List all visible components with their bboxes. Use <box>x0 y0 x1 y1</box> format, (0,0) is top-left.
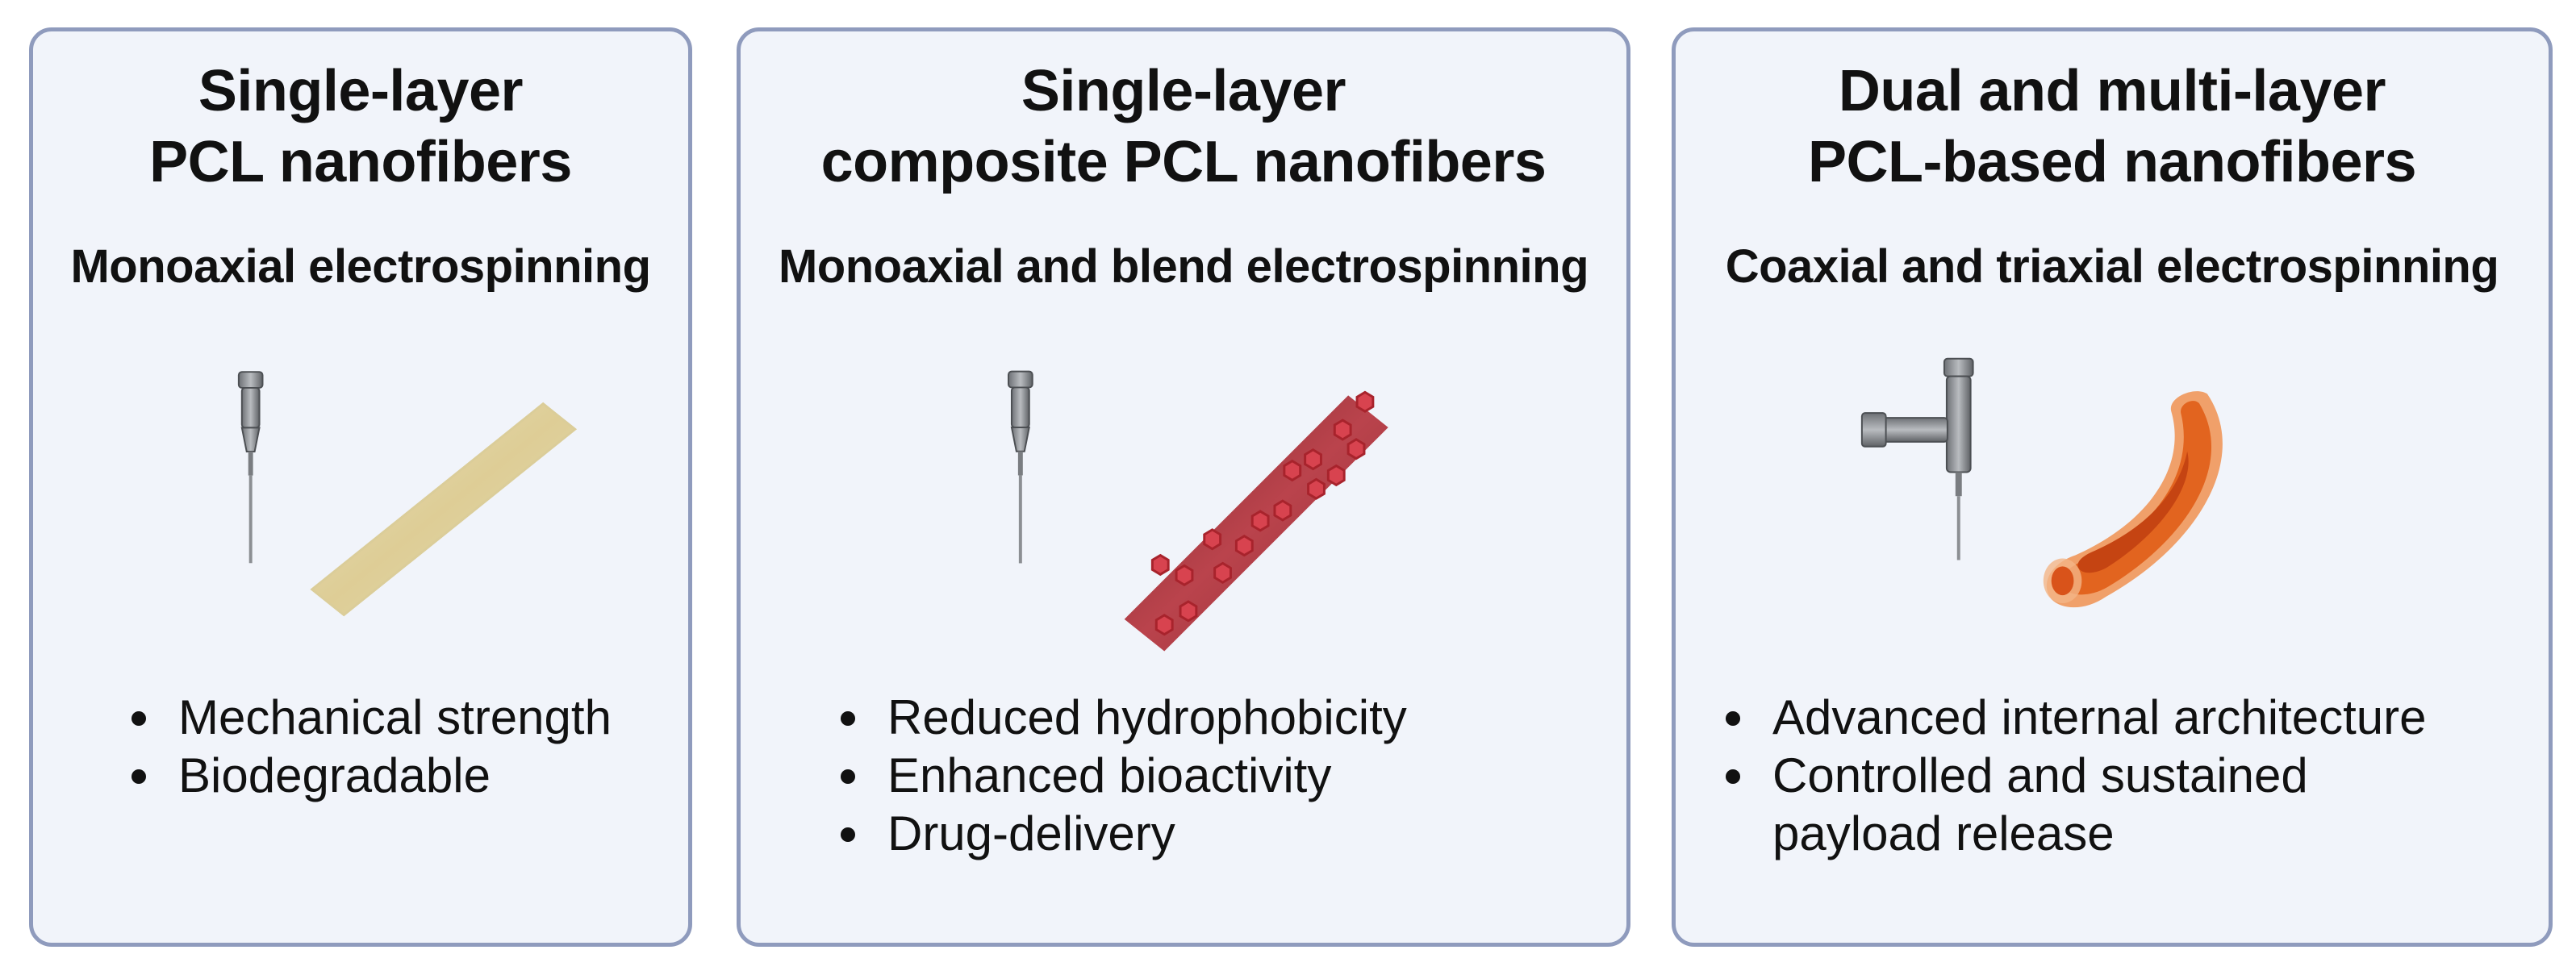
feature-list: Advanced internal architecture Controlle… <box>1716 689 2442 863</box>
title-line: PCL nanofibers <box>149 130 572 194</box>
panel-title: Single-layer composite PCL nanofibers <box>741 56 1626 198</box>
composite-fiber-icon <box>1124 390 1388 652</box>
panel-composite: Single-layer composite PCL nanofibers Mo… <box>737 27 1630 947</box>
feature-list: Mechanical strength Biodegradable <box>122 689 612 805</box>
illustration <box>1860 357 2223 608</box>
illustration <box>1007 370 1388 652</box>
title-line: composite PCL nanofibers <box>820 130 1547 194</box>
core-shell-fiber-icon <box>2043 391 2223 608</box>
list-item: Biodegradable <box>122 747 612 805</box>
list-item: Advanced internal architecture <box>1716 689 2442 747</box>
method-label: Monoaxial and blend electrospinning <box>778 240 1589 293</box>
title-line: Single-layer <box>198 59 524 123</box>
panel-title: Single-layer PCL nanofibers <box>33 56 688 198</box>
list-item: Reduced hydrophobicity <box>831 689 1407 747</box>
plain-fiber-icon <box>310 402 578 617</box>
monoaxial-needle-icon <box>237 371 264 564</box>
title-line: Dual and multi-layer <box>1838 59 2386 123</box>
panel-title: Dual and multi-layer PCL-based nanofiber… <box>1676 56 2549 198</box>
list-item: Controlled and sustained payload release <box>1716 747 2442 863</box>
panel-single-layer: Single-layer PCL nanofibers Monoaxial el… <box>29 27 692 947</box>
monoaxial-needle-icon <box>1007 370 1033 564</box>
list-item: Mechanical strength <box>122 689 612 747</box>
title-line: PCL-based nanofibers <box>1807 130 2417 194</box>
list-item: Enhanced bioactivity <box>831 747 1407 805</box>
feature-list: Reduced hydrophobicity Enhanced bioactiv… <box>831 689 1407 863</box>
coaxial-needle-icon <box>1860 357 1974 560</box>
illustration <box>237 371 578 617</box>
title-line: Single-layer <box>1021 59 1346 123</box>
method-label: Coaxial and triaxial electrospinning <box>1725 240 2499 293</box>
list-item: Drug-delivery <box>831 805 1407 863</box>
method-label: Monoaxial electrospinning <box>70 240 651 293</box>
panel-multi-layer: Dual and multi-layer PCL-based nanofiber… <box>1672 27 2553 947</box>
